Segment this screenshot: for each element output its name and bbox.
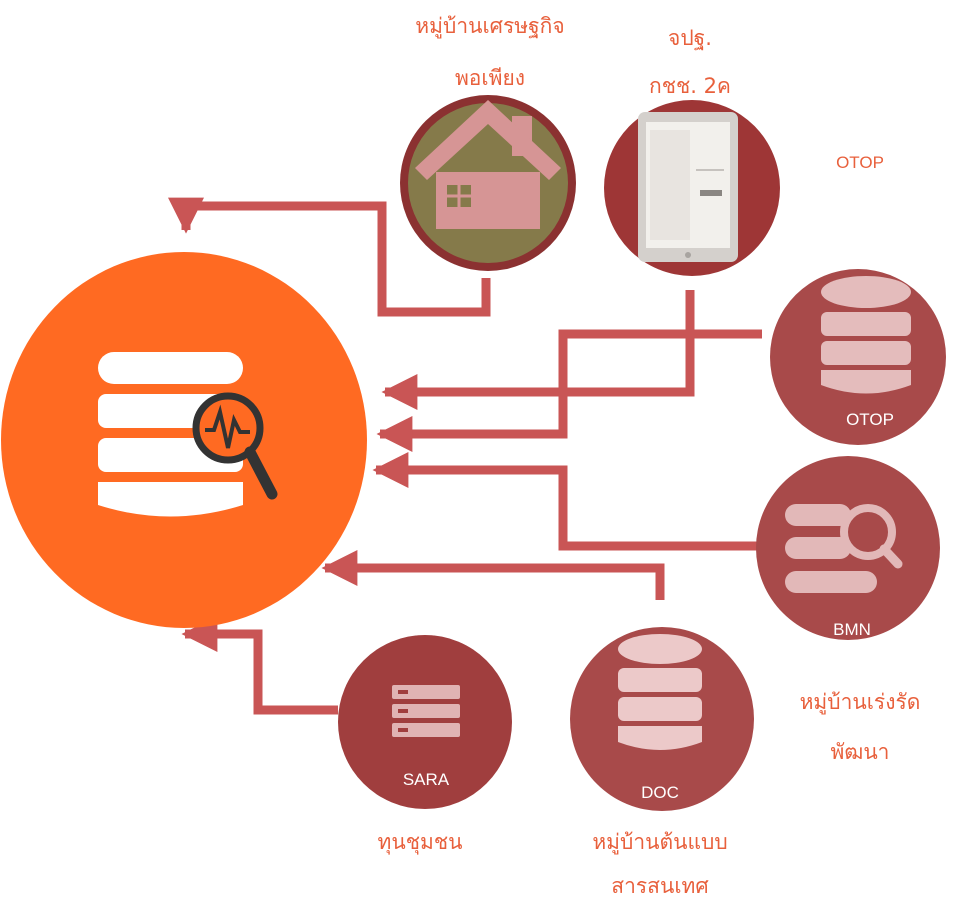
database-icon xyxy=(618,634,702,750)
arrow-sara xyxy=(181,616,338,715)
node-jpt xyxy=(604,100,780,276)
arrow-sufficiency xyxy=(168,197,491,317)
node-bmn xyxy=(756,456,940,640)
arrow-jpt xyxy=(381,290,695,410)
arrow-otop xyxy=(376,329,762,452)
doc-inner-label: DOC xyxy=(641,783,679,802)
database-icon xyxy=(821,276,911,394)
arrow-doc xyxy=(321,550,665,600)
server-icon xyxy=(392,685,460,737)
doc-title-line2: สารสนเทศ xyxy=(611,874,709,898)
node-otop xyxy=(770,269,946,445)
node-sara xyxy=(338,635,512,809)
bmn-title-line1: หมู่บ้านเร่งรัด xyxy=(799,690,921,714)
sufficiency-title-line2: พอเพียง xyxy=(454,66,526,90)
otop-title: OTOP xyxy=(836,153,884,172)
sara-title: ทุนชุมชน xyxy=(377,830,463,854)
jpt-title-line1: จปฐ. xyxy=(668,26,712,50)
sufficiency-title-line1: หมู่บ้านเศรษฐกิจ xyxy=(415,14,565,38)
database-search-icon xyxy=(785,504,903,593)
tablet-icon xyxy=(638,112,738,262)
bmn-inner-label: BMN xyxy=(833,620,871,639)
bmn-title-line2: พัฒนา xyxy=(830,740,890,764)
jpt-title-line2: กชช. 2ค xyxy=(649,74,731,98)
hub-database xyxy=(1,252,367,628)
otop-inner-label: OTOP xyxy=(846,410,894,429)
arrow-bmn xyxy=(372,452,760,551)
node-doc xyxy=(570,627,754,811)
node-sufficiency xyxy=(400,95,576,271)
database-analytics-icon xyxy=(98,352,278,517)
sara-inner-label: SARA xyxy=(402,770,450,789)
house-icon xyxy=(415,100,561,229)
doc-title-line1: หมู่บ้านต้นแบบ xyxy=(592,830,728,854)
